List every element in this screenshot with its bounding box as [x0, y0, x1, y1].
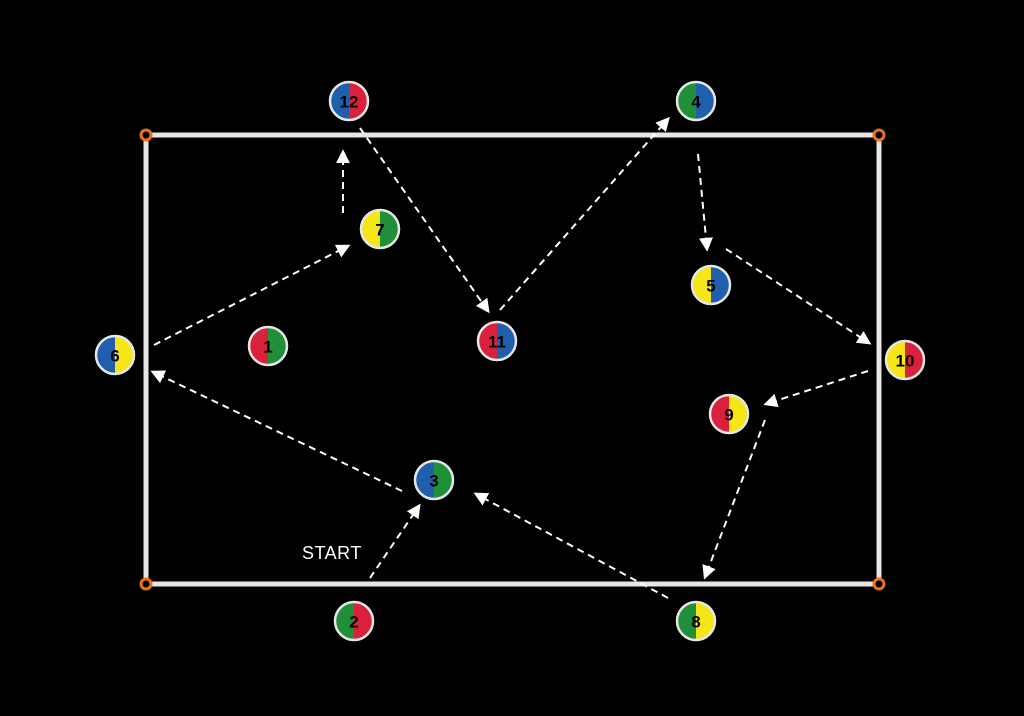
player-disc-left-half [361, 210, 380, 248]
player-number: 10 [896, 352, 915, 371]
player-10: 10 [884, 339, 926, 381]
player-6: 6 [94, 334, 136, 376]
player-disc-left-half [415, 461, 434, 499]
player-disc-right-half [497, 322, 516, 360]
player-disc-right-half [349, 82, 368, 120]
corner-cone-bottom-right [872, 577, 886, 591]
player-number: 8 [691, 613, 700, 632]
player-disc-ring [359, 208, 401, 250]
player-disc-left-half [692, 266, 711, 304]
player-number: 6 [110, 347, 119, 366]
player-2: 2 [333, 600, 375, 642]
pass-arrow-6-to-7 [153, 244, 351, 346]
player-disc-ring [675, 80, 717, 122]
player-disc-ring [247, 325, 289, 367]
player-9: 9 [708, 393, 750, 435]
player-3: 3 [413, 459, 455, 501]
player-number: 5 [706, 277, 715, 296]
pass-arrow-11-to-4 [499, 116, 670, 311]
player-disc-ring [328, 80, 370, 122]
start-label: START [302, 543, 362, 563]
player-number: 1 [263, 338, 272, 357]
player-disc-ring [690, 264, 732, 306]
player-disc-right-half [434, 461, 453, 499]
pass-arrow-10-to-9 [763, 370, 869, 408]
player-disc-left-half [886, 341, 905, 379]
player-disc-left-half [330, 82, 349, 120]
player-disc-right-half [115, 336, 134, 374]
player-disc-right-half [380, 210, 399, 248]
player-number: 4 [691, 93, 701, 112]
player-1: 1 [247, 325, 289, 367]
player-disc-right-half [729, 395, 748, 433]
player-disc-left-half [677, 82, 696, 120]
corner-cone-bottom-left [139, 577, 153, 591]
player-disc-left-half [96, 336, 115, 374]
player-disc-ring [708, 393, 750, 435]
player-4: 4 [675, 80, 717, 122]
pitch-boundary [143, 132, 882, 587]
player-11: 11 [476, 320, 518, 362]
player-disc-ring [413, 459, 455, 501]
corner-cone-top-right [872, 128, 886, 142]
player-5: 5 [690, 264, 732, 306]
pass-arrow-8-to-3 [473, 492, 669, 599]
pass-arrow-9-to-8 [702, 419, 766, 580]
player-number: 7 [375, 221, 384, 240]
player-disc-ring [675, 600, 717, 642]
players: 1 2 3 4 5 6 7 8 9 10 11 12 [94, 80, 926, 642]
player-number: 12 [340, 93, 359, 112]
pass-arrow-4-to-5 [697, 153, 713, 252]
pass-arrow-3-to-6 [150, 370, 403, 492]
player-12: 12 [328, 80, 370, 122]
corner-cones [139, 128, 886, 591]
player-number: 9 [724, 406, 733, 425]
player-disc-ring [476, 320, 518, 362]
player-disc-left-half [478, 322, 497, 360]
pass-arrow-5-to-10 [725, 248, 872, 345]
player-disc-right-half [696, 602, 715, 640]
player-7: 7 [359, 208, 401, 250]
player-number: 2 [349, 613, 358, 632]
player-disc-left-half [249, 327, 268, 365]
corner-cone-top-left [139, 128, 153, 142]
player-8: 8 [675, 600, 717, 642]
player-disc-left-half [335, 602, 354, 640]
player-disc-ring [884, 339, 926, 381]
player-disc-right-half [268, 327, 287, 365]
player-number: 3 [429, 472, 438, 491]
player-disc-right-half [354, 602, 373, 640]
player-disc-left-half [710, 395, 729, 433]
player-disc-right-half [905, 341, 924, 379]
player-disc-ring [94, 334, 136, 376]
player-disc-left-half [677, 602, 696, 640]
pass-arrows [150, 116, 872, 599]
pass-arrow-2-to-3 [369, 503, 421, 579]
player-disc-right-half [696, 82, 715, 120]
pass-arrow-12-to-11 [359, 127, 490, 314]
player-disc-right-half [711, 266, 730, 304]
player-disc-ring [333, 600, 375, 642]
player-number: 11 [488, 333, 506, 352]
